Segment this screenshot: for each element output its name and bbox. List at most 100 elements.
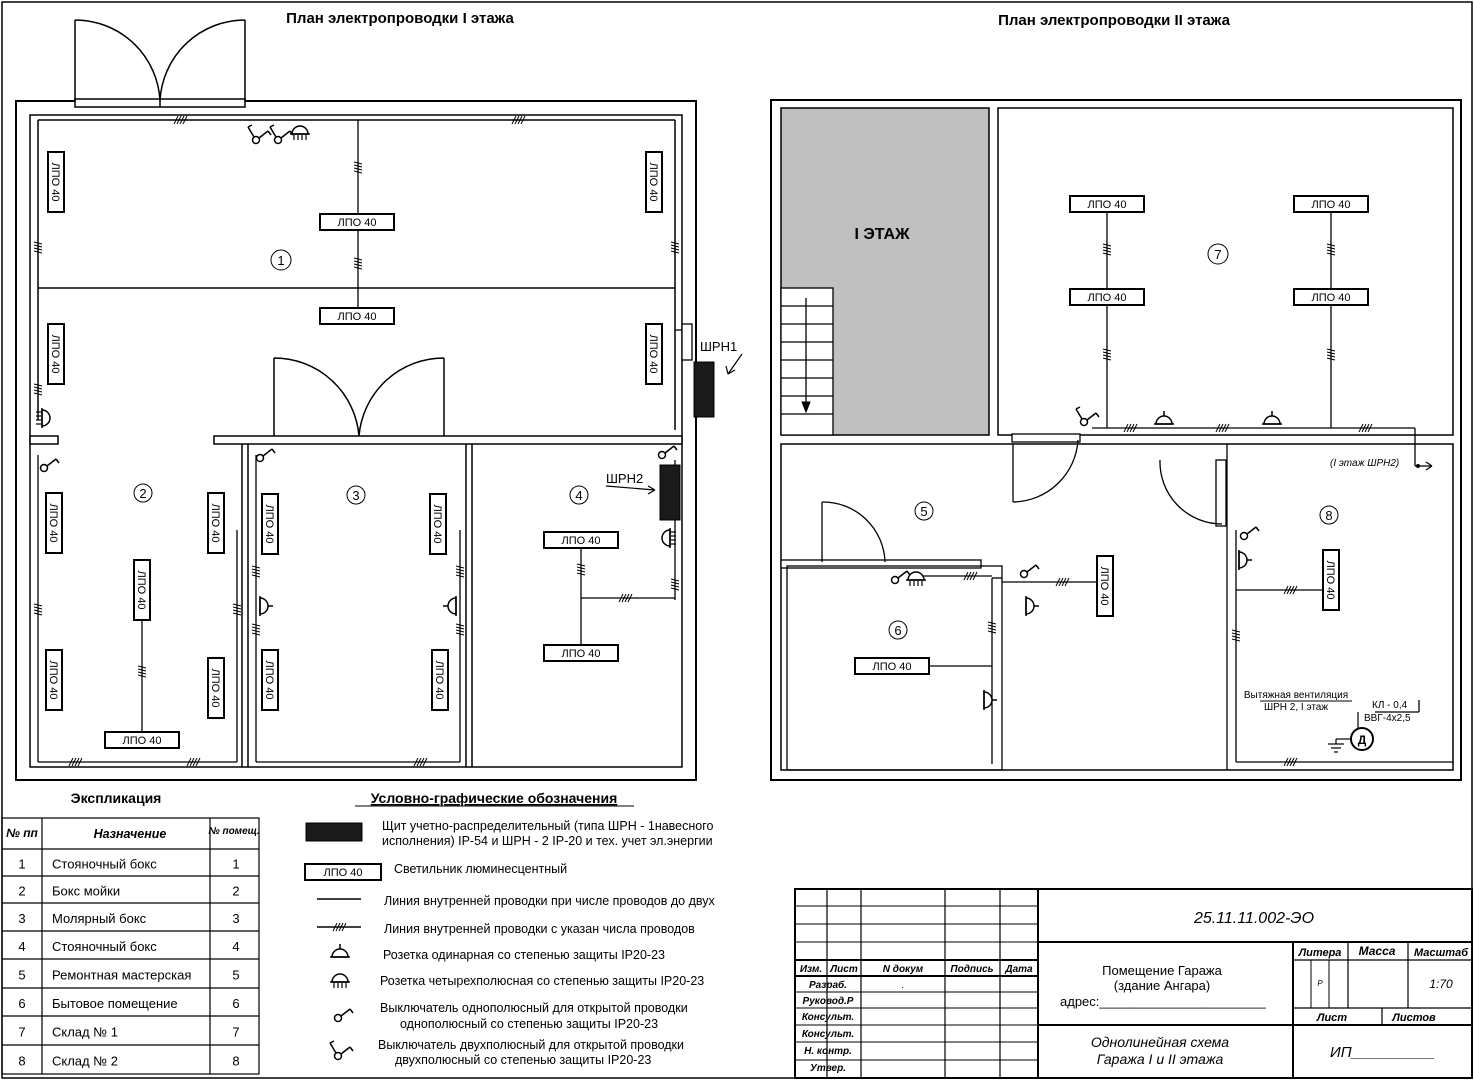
expl-row-room: 6 [232,996,239,1011]
legend-switch2-symbol [329,1040,354,1061]
expl-row-name: Бокс мойки [52,884,120,899]
floor2-devices [890,406,1283,711]
legend-socket4-symbol [329,973,351,989]
expl-row-number: 7 [18,1025,25,1040]
floor1-room-numbers [133,249,589,505]
stamp-list: Лист [1316,1012,1347,1024]
floor2-plan [770,99,1462,781]
expl-row-room: 7 [232,1025,239,1040]
floor2-panel-ref: (I этаж ШРН2) [1330,458,1399,469]
expl-row-name: Бытовое помещение [52,996,178,1011]
cable-label1: КЛ - 0,4 [1372,700,1408,711]
panel-ref-dot [1416,464,1420,468]
room-number: 5 [920,504,927,519]
floor2-title: План электропроводки II этажа [998,12,1231,29]
lamp-label: ЛПО 40 [263,505,275,544]
expl-header-n: № пп [6,826,38,840]
stamp-object1: Помещение Гаража [1102,963,1222,978]
expl-header-room: № помещ. [208,826,260,837]
expl-row-number: 4 [18,939,25,954]
expl-row-name: Склад № 1 [52,1025,118,1040]
legend-panel-symbol [305,822,363,842]
expl-row-room: 2 [232,884,239,899]
lamp-label: ЛПО 40 [647,335,659,374]
stamp-sheet2: Гаража I и II этажа [1097,1051,1224,1067]
stamp-company: ИП__________ [1330,1044,1435,1061]
expl-row-name: Стояночный бокс [52,939,157,954]
stamp-col: Дата [1004,964,1033,975]
stamp-dot: . [902,980,905,991]
stamp-role: Руковод.Р [803,996,854,1007]
lamp-label: ЛПО 40 [562,535,601,547]
lamp-label: ЛПО 40 [49,163,61,202]
lamp-label: ЛПО 40 [1098,567,1110,606]
stamp-col: Лист [829,964,858,975]
stamp-sheet1: Однолинейная схема [1091,1034,1229,1050]
lamp-label: ЛПО 40 [47,504,59,543]
floor1-room-number-texts: 1 2 3 4 [139,253,582,503]
floor2-room-numbers [888,243,1339,640]
legend-lamp-symbol [304,863,382,881]
stamp-role: Утвер. [810,1063,846,1074]
stamp-role: Н. контр. [804,1046,852,1057]
explication: Экспликация № пп Назначение № помещ. [1,790,260,1075]
floor2-room-number-texts: 7 5 6 8 [894,247,1332,638]
stamp-object2: (здание Ангара) [1114,978,1210,993]
stamp-massa: Масса [1359,944,1396,958]
legend-text: Линия внутренней проводки с указан числа… [384,922,695,936]
motor-label: Д [1358,733,1367,747]
room-number: 1 [277,253,284,268]
room-number: 4 [575,488,582,503]
lamp-label: ЛПО 40 [562,648,601,660]
legend-text: Выключатель однополюсный для открытой пр… [380,1001,688,1015]
stamp-address: адрес:_______________________ [1060,994,1266,1009]
stamp-code: 25.11.11.002-ЭО [1193,910,1314,927]
expl-row-name: Стояночный бокс [52,857,157,872]
stamp-role: Консульт. [802,1029,854,1040]
lamp-label: ЛПО 40 [338,217,377,229]
ventilation-label2: ШРН 2, I этаж [1264,702,1328,713]
legend-text: Линия внутренней проводки при числе пров… [384,894,715,908]
stamp-role: Разраб. [809,979,847,991]
legend-switch1-symbol [333,1008,354,1023]
title-block-texts: 25.11.11.002-ЭО Помещение Гаража (здание… [800,910,1469,1074]
ventilation-label1: Вытяжная вентиляция [1244,690,1348,701]
expl-row-room: 3 [232,911,239,926]
panel-shrn2-label: ШРН2 [606,471,643,486]
lamp-label: ЛПО 40 [47,661,59,700]
room-number: 8 [1325,508,1332,523]
legend-text: Розетка одинарная со степенью защиты IP2… [383,948,665,962]
floor1-plan [15,19,697,781]
expl-row-room: 5 [232,968,239,983]
lamp-label: ЛПО 40 [431,505,443,544]
legend-text: Щит учетно-распределительный (типа ШРН -… [382,819,714,833]
stamp-listov: Листов [1391,1012,1436,1024]
stamp-scale: 1:70 [1429,977,1453,991]
expl-row-name: Склад № 2 [52,1054,118,1069]
expl-row-number: 6 [18,996,25,1011]
expl-row-name: Молярный бокс [52,911,147,926]
stamp-litera-value: Р [1317,979,1323,988]
floor1-title: План электропроводки I этажа [286,10,514,27]
floor2-wire-marks [963,243,1373,767]
explication-title: Экспликация [71,790,162,806]
lamp-label: ЛПО 40 [1088,199,1127,211]
room-number: 2 [139,486,146,501]
cable-label2: ВВГ-4х2,5 [1364,713,1411,724]
lamp-label: ЛПО 40 [135,571,147,610]
lamp-label: ЛПО 40 [123,735,162,747]
lamp-label: ЛПО 40 [49,335,61,374]
expl-header-name: Назначение [94,827,167,841]
lamp-label: ЛПО 40 [873,661,912,673]
legend-text: Розетка четырехполюсная со степенью защи… [380,974,704,988]
lamp-label: ЛПО 40 [433,661,445,700]
room-number: 7 [1214,247,1221,262]
expl-row-number: 1 [18,857,25,872]
lamp-label: ЛПО 40 [1312,199,1351,211]
floor2-stair-label: I ЭТАЖ [854,226,910,243]
stamp-role: Консульт. [802,1012,854,1023]
room-number: 6 [894,623,901,638]
panel-shrn1-label: ШРН1 [700,339,737,354]
